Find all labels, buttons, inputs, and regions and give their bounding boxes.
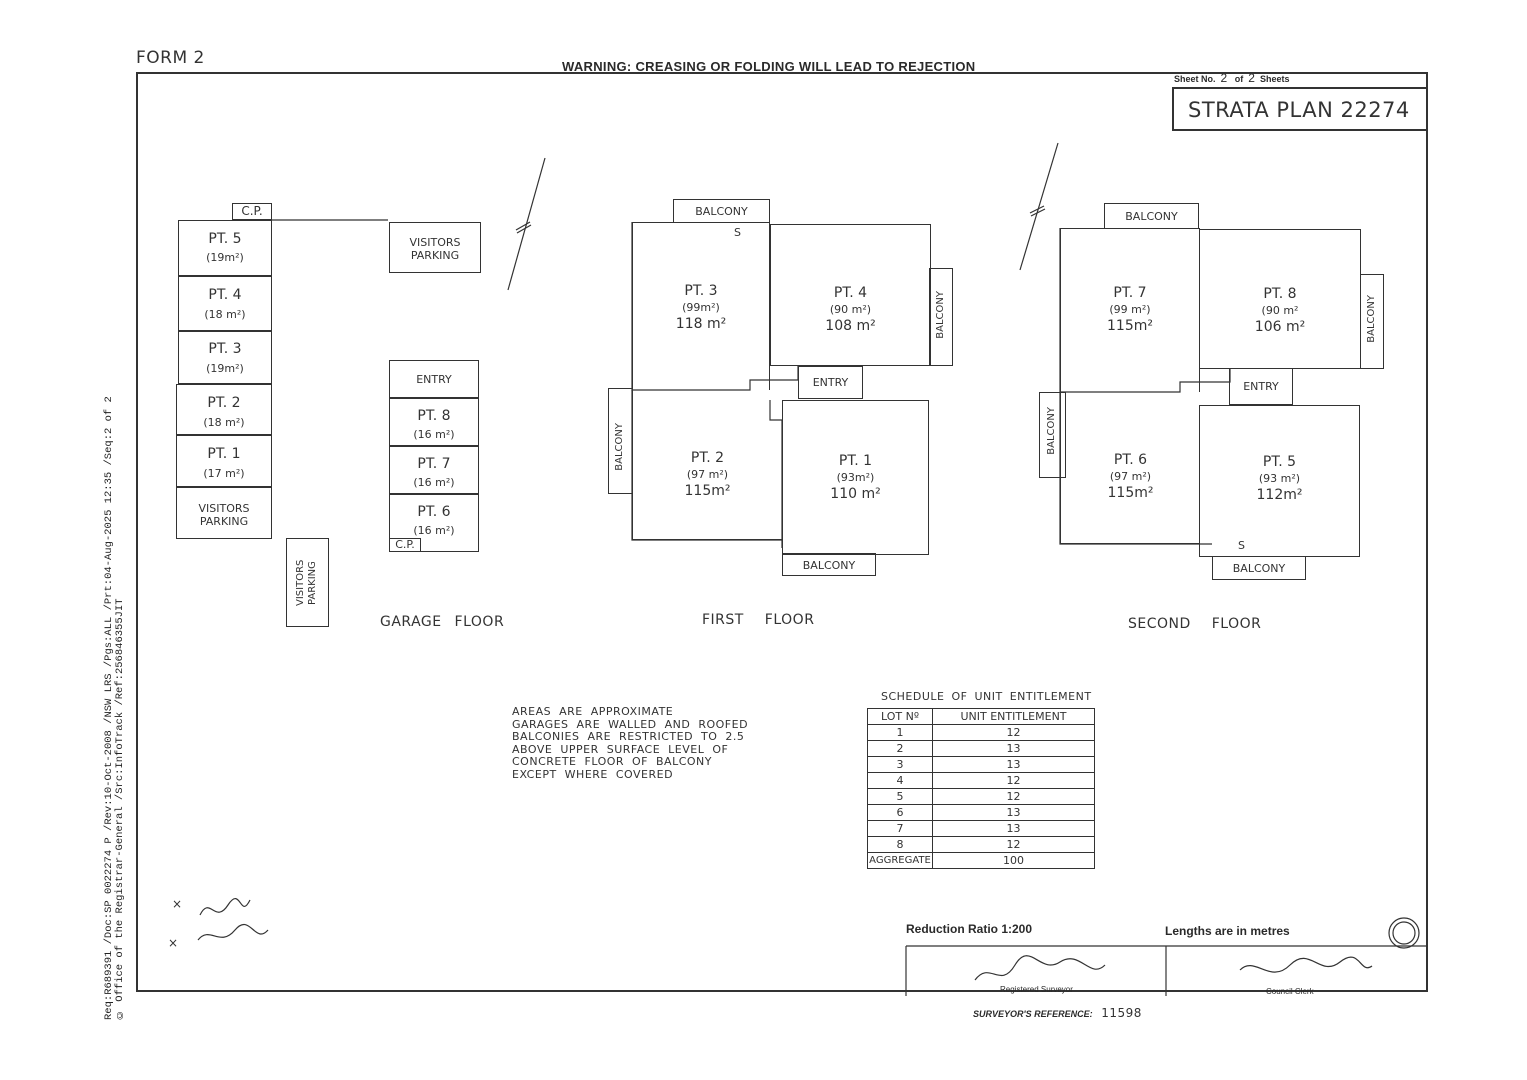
svg-text:×: × (168, 936, 178, 950)
garage-lot-1: PT. 1 (17 m²) (176, 435, 272, 487)
second-balcony-bottom: BALCONY (1212, 556, 1306, 580)
north-arrow-second (1019, 142, 1059, 271)
plan-title: STRATA PLAN 22274 (1188, 98, 1410, 122)
second-stair-marker: S (1238, 539, 1245, 552)
first-balcony-bottom: BALCONY (782, 553, 876, 576)
garage-lot-8: PT. 8 (16 m²) (389, 398, 479, 446)
sheet-number: Sheet No. 2 of 2 Sheets (1174, 71, 1290, 85)
surveyor-reference: SURVEYOR'S REFERENCE: 11598 (973, 1006, 1142, 1020)
first-stair-marker: S (734, 226, 741, 239)
registered-surveyor-label: Registered Surveyor (1000, 985, 1073, 994)
first-entry: ENTRY (798, 366, 863, 399)
garage-lot-5: PT. 5 (19m²) (178, 220, 272, 276)
first-unit-3: PT. 3 (99m²) 118 m² (632, 222, 770, 390)
garage-floor-title: GARAGE FLOOR (380, 614, 505, 630)
garage-lot-6: PT. 6 (16 m²) (389, 494, 479, 552)
form-label: FORM 2 (136, 48, 205, 68)
garage-lot-4: PT. 4 (18 m²) (178, 276, 272, 331)
second-balcony-right: BALCONY (1360, 274, 1384, 369)
note-line: BALCONIES ARE RESTRICTED TO 2.5 (512, 730, 745, 743)
first-unit-4: PT. 4 (90 m²) 108 m² (770, 224, 931, 366)
col-lot-header: LOT Nº (867, 708, 933, 725)
garage-visitors-parking-1: VISITORS PARKING (176, 487, 272, 539)
aggregate-row: AGGREGATE 100 (867, 852, 1095, 869)
garage-cp-bottom: C.P. (389, 538, 421, 552)
warning-text: WARNING: CREASING OR FOLDING WILL LEAD T… (562, 59, 976, 74)
first-unit-2: PT. 2 (97 m²) 115m² (632, 390, 782, 540)
second-balcony-top: BALCONY (1104, 203, 1199, 229)
second-unit-5: PT. 5 (93 m²) 112m² (1199, 405, 1360, 557)
garage-visitors-parking-3: VISITORS PARKING (286, 538, 329, 627)
second-floor-title: SECOND FLOOR (1128, 616, 1262, 632)
first-balcony-right: BALCONY (929, 268, 953, 366)
second-unit-8: PT. 8 (90 m² 106 m² (1199, 229, 1361, 369)
first-unit-1: PT. 1 (93m²) 110 m² (782, 400, 929, 555)
first-balcony-top: BALCONY (673, 199, 770, 223)
col-entitlement-header: UNIT ENTITLEMENT (932, 708, 1095, 725)
reduction-ratio: Reduction Ratio 1:200 (906, 922, 1033, 936)
note-line: EXCEPT WHERE COVERED (512, 767, 674, 781)
drawing-frame (136, 72, 1428, 992)
council-clerk-label: Council Clerk (1266, 987, 1314, 996)
garage-lot-2: PT. 2 (18 m²) (176, 384, 272, 435)
note-line: GARAGES ARE WALLED AND ROOFED (512, 717, 749, 731)
first-floor-title: FIRST FLOOR (702, 612, 815, 628)
schedule-header-row: LOT Nº UNIT ENTITLEMENT (867, 708, 1095, 725)
second-unit-7: PT. 7 (99 m²) 115m² (1060, 228, 1200, 392)
second-unit-6: PT. 6 (97 m²) 115m² (1060, 392, 1200, 544)
garage-lot-3: PT. 3 (19m²) (178, 331, 272, 384)
lengths-note: Lengths are in metres (1165, 924, 1290, 938)
schedule-title: SCHEDULE OF UNIT ENTITLEMENT (881, 690, 1092, 703)
garage-lot-7: PT. 7 (16 m²) (389, 446, 479, 494)
garage-cp-top: C.P. (232, 203, 272, 220)
second-entry: ENTRY (1229, 368, 1293, 405)
second-balcony-left: BALCONY (1039, 392, 1066, 478)
note-line: ABOVE UPPER SURFACE LEVEL OF (512, 742, 729, 756)
svg-text:×: × (172, 897, 182, 911)
plan-notes: AREAS ARE APPROXIMATE GARAGES ARE WALLED… (512, 705, 749, 781)
note-line: CONCRETE FLOOR OF BALCONY (512, 755, 712, 768)
note-line: AREAS ARE APPROXIMATE (512, 705, 674, 718)
garage-visitors-parking-2: VISITORS PARKING (389, 222, 481, 273)
first-balcony-left: BALCONY (608, 388, 633, 494)
garage-entry: ENTRY (389, 360, 479, 398)
